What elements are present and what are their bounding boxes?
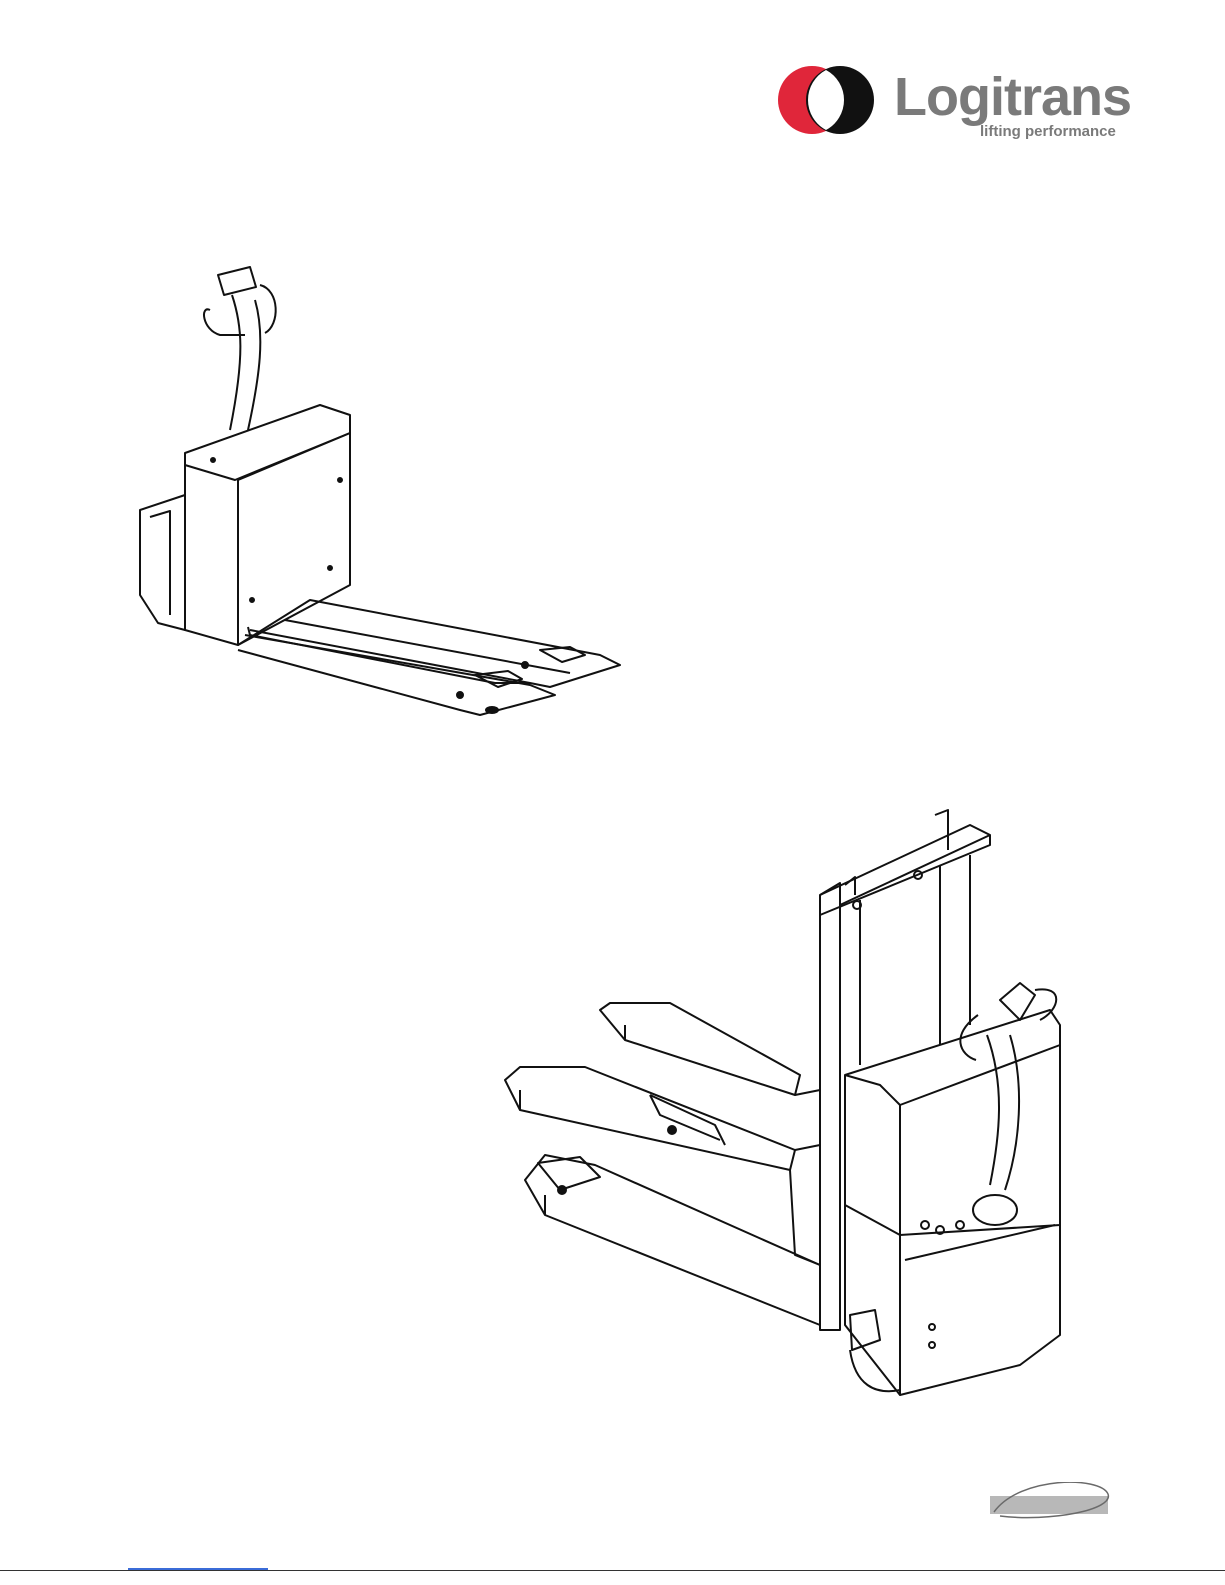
bottom-rule [0, 1570, 1225, 1571]
brand-tagline: lifting performance [980, 124, 1116, 139]
logitrans-logo: Logitrans lifting performance [776, 64, 1136, 144]
footer-badge-icon [990, 1482, 1120, 1522]
electric-pallet-truck-icon [130, 255, 630, 725]
electric-stacker-icon [500, 805, 1080, 1415]
bottom-link-underline [128, 1568, 268, 1570]
brand-name: Logitrans [894, 70, 1131, 124]
logo-mark-icon [776, 64, 876, 136]
